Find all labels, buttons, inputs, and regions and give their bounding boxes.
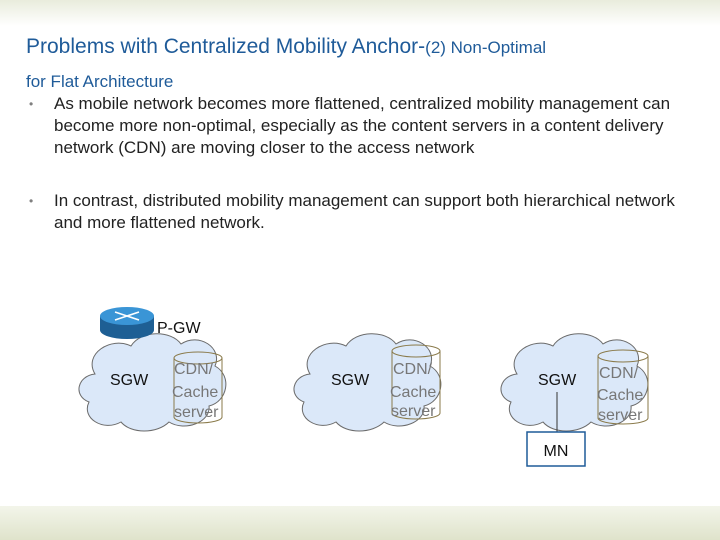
top-decor-band (0, 0, 720, 26)
cdn-label: CDN/ (393, 361, 433, 378)
pgw-label: P-GW (157, 320, 201, 337)
server-label: server (391, 403, 436, 420)
title-line2: for Flat Architecture (26, 72, 174, 91)
server-label: server (598, 407, 643, 424)
title-main: Problems with Centralized Mobility Ancho… (26, 35, 426, 58)
bullet-text: In contrast, distributed mobility manage… (54, 191, 675, 232)
bullet-dot-icon: • (29, 194, 34, 208)
cdn-cache-server-1: CDN/ Cache server (172, 351, 223, 424)
server-label: server (174, 404, 219, 421)
mn-box (526, 431, 586, 467)
bullet-list: • As mobile network becomes more flatten… (24, 93, 694, 234)
bottom-decor-band (0, 506, 720, 540)
cache-label: Cache (597, 387, 643, 404)
sgw-label-3: SGW (538, 372, 577, 389)
sgw-label-2: SGW (331, 372, 370, 389)
cdn-label: CDN/ (174, 361, 214, 378)
slide-title: Problems with Centralized Mobility Ancho… (26, 30, 706, 98)
bullet-text: As mobile network becomes more flattened… (54, 94, 671, 157)
cache-label: Cache (390, 384, 436, 401)
cache-label: Cache (172, 384, 218, 401)
title-suffix: (2) Non-Optimal (425, 38, 547, 57)
sgw-label-1: SGW (110, 372, 149, 389)
cdn-cache-server-2: CDN/ Cache server (390, 344, 441, 420)
cdn-cache-server-3: CDN/ Cache server (597, 349, 649, 425)
router-icon (100, 307, 154, 339)
cdn-label: CDN/ (599, 365, 639, 382)
bullet-item: • As mobile network becomes more flatten… (24, 93, 694, 159)
bullet-item: • In contrast, distributed mobility mana… (24, 190, 694, 234)
mn-label: MN (544, 443, 569, 460)
bullet-dot-icon: • (29, 97, 34, 111)
